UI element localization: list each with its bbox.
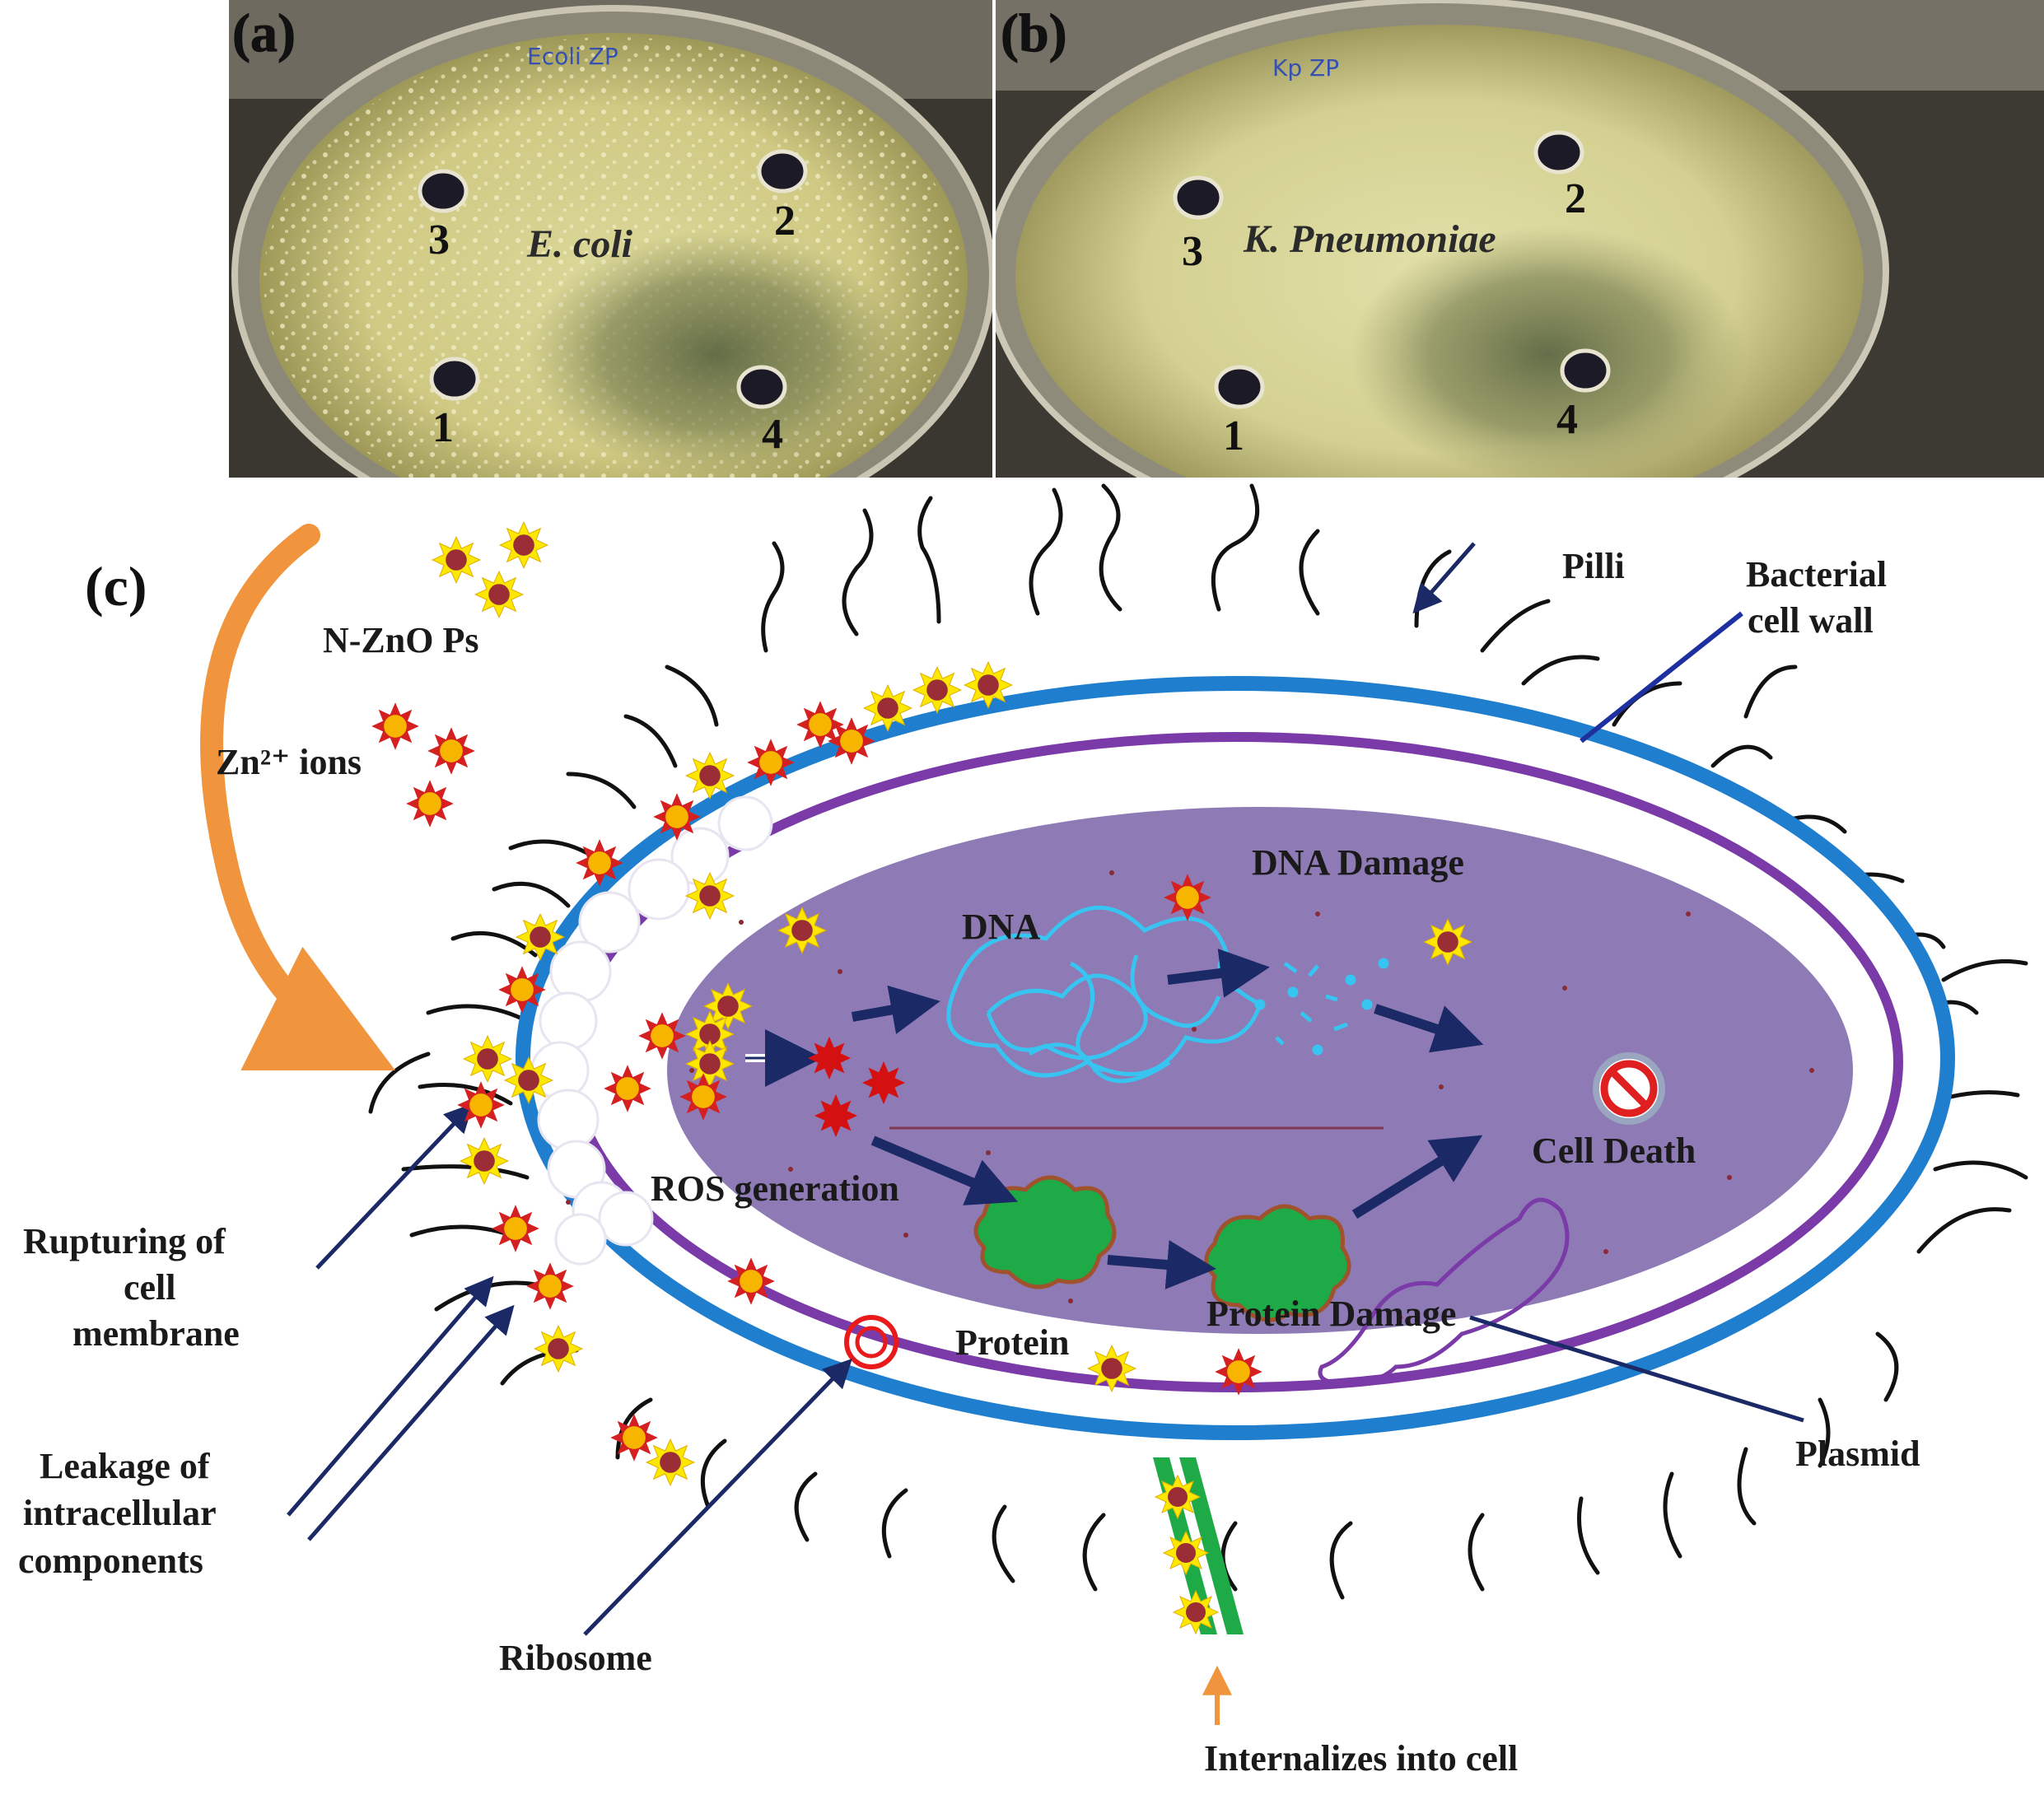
- well-num-2-a: 2: [774, 198, 796, 245]
- pointer-lines: [287, 542, 1804, 1636]
- plate-note-b: Kp ZP: [1272, 54, 1339, 82]
- label-protein-damage: Protein Damage: [1206, 1294, 1456, 1334]
- protein-blob-2: [1204, 1204, 1351, 1322]
- label-cell-wall-1: Bacterial: [1746, 554, 1887, 594]
- orange-curved-arrow: [200, 524, 396, 1071]
- plasmid: [1318, 1197, 1570, 1386]
- species-label-b: K. Pneumoniae: [1243, 217, 1496, 261]
- pili: [368, 483, 2028, 1600]
- label-leak-3: components: [18, 1541, 203, 1581]
- panel-a: Ecoli ZP 3 2 1 4 E. coli (a): [229, 0, 992, 478]
- label-cell-wall-2: cell wall: [1748, 600, 1874, 641]
- label-ros: ROS generation: [651, 1168, 899, 1209]
- panel-label-a: (a): [232, 3, 296, 63]
- well-num-4-a: 4: [762, 411, 783, 458]
- label-leak-2: intracellular: [23, 1493, 217, 1533]
- label-plasmid: Plasmid: [1795, 1434, 1920, 1474]
- wells-b: [1173, 130, 1611, 409]
- panel-b: Kp ZP 3 2 1 4 K. Pneumoniae (b): [995, 0, 2044, 478]
- label-rupture-2: cell: [124, 1267, 176, 1308]
- wells-a: [418, 149, 808, 409]
- well-num-3-a: 3: [428, 217, 450, 263]
- label-ribosome: Ribosome: [499, 1638, 652, 1678]
- well-num-1-a: 1: [432, 404, 454, 451]
- well-num-4-b: 4: [1556, 396, 1578, 443]
- plate-note-a: Ecoli ZP: [527, 43, 618, 70]
- label-internalize: Internalizes into cell: [1204, 1738, 1518, 1779]
- well-num-3-b: 3: [1182, 228, 1203, 275]
- well-num-2-b: 2: [1565, 175, 1586, 222]
- dna-fragments: [1254, 958, 1389, 1056]
- well-num-1-b: 1: [1223, 413, 1244, 459]
- panel-label-b: (b): [1001, 3, 1067, 63]
- cell-death-icon: [1593, 1052, 1665, 1125]
- inhibition-zone-b: [1351, 226, 1746, 478]
- label-zn-ions: Zn²⁺ ions: [216, 742, 362, 782]
- label-leak-1: Leakage of: [40, 1446, 211, 1486]
- label-dna: DNA: [962, 907, 1041, 947]
- panel-label-c: (c): [85, 555, 147, 618]
- label-rupture-3: membrane: [72, 1313, 240, 1354]
- process-arrows: [851, 949, 1484, 1289]
- species-label-a: E. coli: [526, 222, 633, 266]
- label-protein: Protein: [955, 1322, 1070, 1363]
- ribosome: [844, 1315, 898, 1369]
- label-dna-damage: DNA Damage: [1252, 842, 1464, 883]
- label-nzno: N-ZnO Ps: [323, 620, 478, 660]
- label-cell-death: Cell Death: [1532, 1131, 1696, 1171]
- ruptured-membrane: [530, 795, 773, 1266]
- panel-c: (c): [18, 483, 2028, 1779]
- inhibition-zone-a: [527, 231, 906, 478]
- label-rupture-1: Rupturing of: [23, 1221, 226, 1261]
- label-pilli: Pilli: [1562, 546, 1625, 586]
